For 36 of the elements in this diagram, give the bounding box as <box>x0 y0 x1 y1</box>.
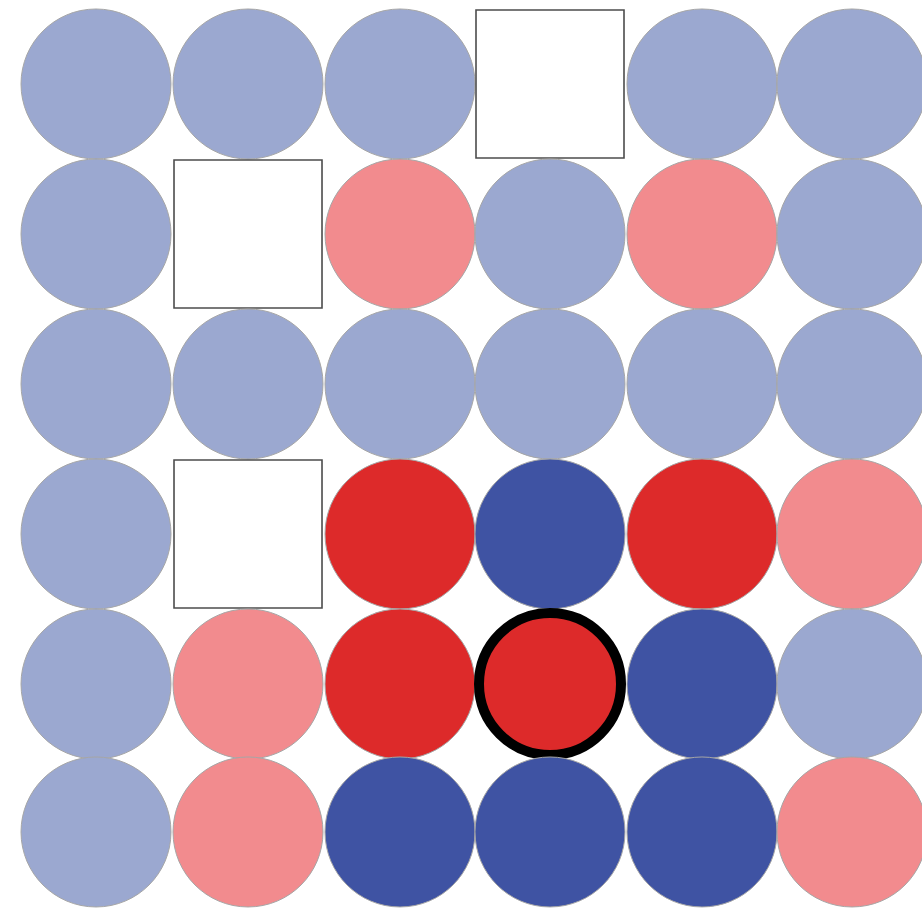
circle <box>474 608 626 760</box>
circle <box>626 308 778 460</box>
circle <box>20 458 172 610</box>
circle <box>20 608 172 760</box>
circle <box>626 158 778 310</box>
square <box>173 459 323 609</box>
circle <box>776 308 922 460</box>
circle <box>20 756 172 908</box>
circle <box>172 608 324 760</box>
circle <box>474 458 626 610</box>
circle <box>626 8 778 160</box>
square <box>475 9 625 159</box>
circle <box>324 8 476 160</box>
circle <box>776 458 922 610</box>
circle <box>324 458 476 610</box>
circle <box>776 8 922 160</box>
circle <box>776 608 922 760</box>
circle <box>172 8 324 160</box>
circle <box>172 756 324 908</box>
circle <box>324 308 476 460</box>
circle <box>474 756 626 908</box>
circle <box>324 158 476 310</box>
circle <box>776 756 922 908</box>
circle <box>172 308 324 460</box>
square <box>173 159 323 309</box>
circle <box>776 158 922 310</box>
circle <box>474 158 626 310</box>
circle <box>324 608 476 760</box>
circle <box>626 458 778 610</box>
circle <box>324 756 476 908</box>
circle <box>626 756 778 908</box>
circle <box>474 308 626 460</box>
circle <box>20 158 172 310</box>
circle <box>20 308 172 460</box>
circle <box>20 8 172 160</box>
circle <box>626 608 778 760</box>
